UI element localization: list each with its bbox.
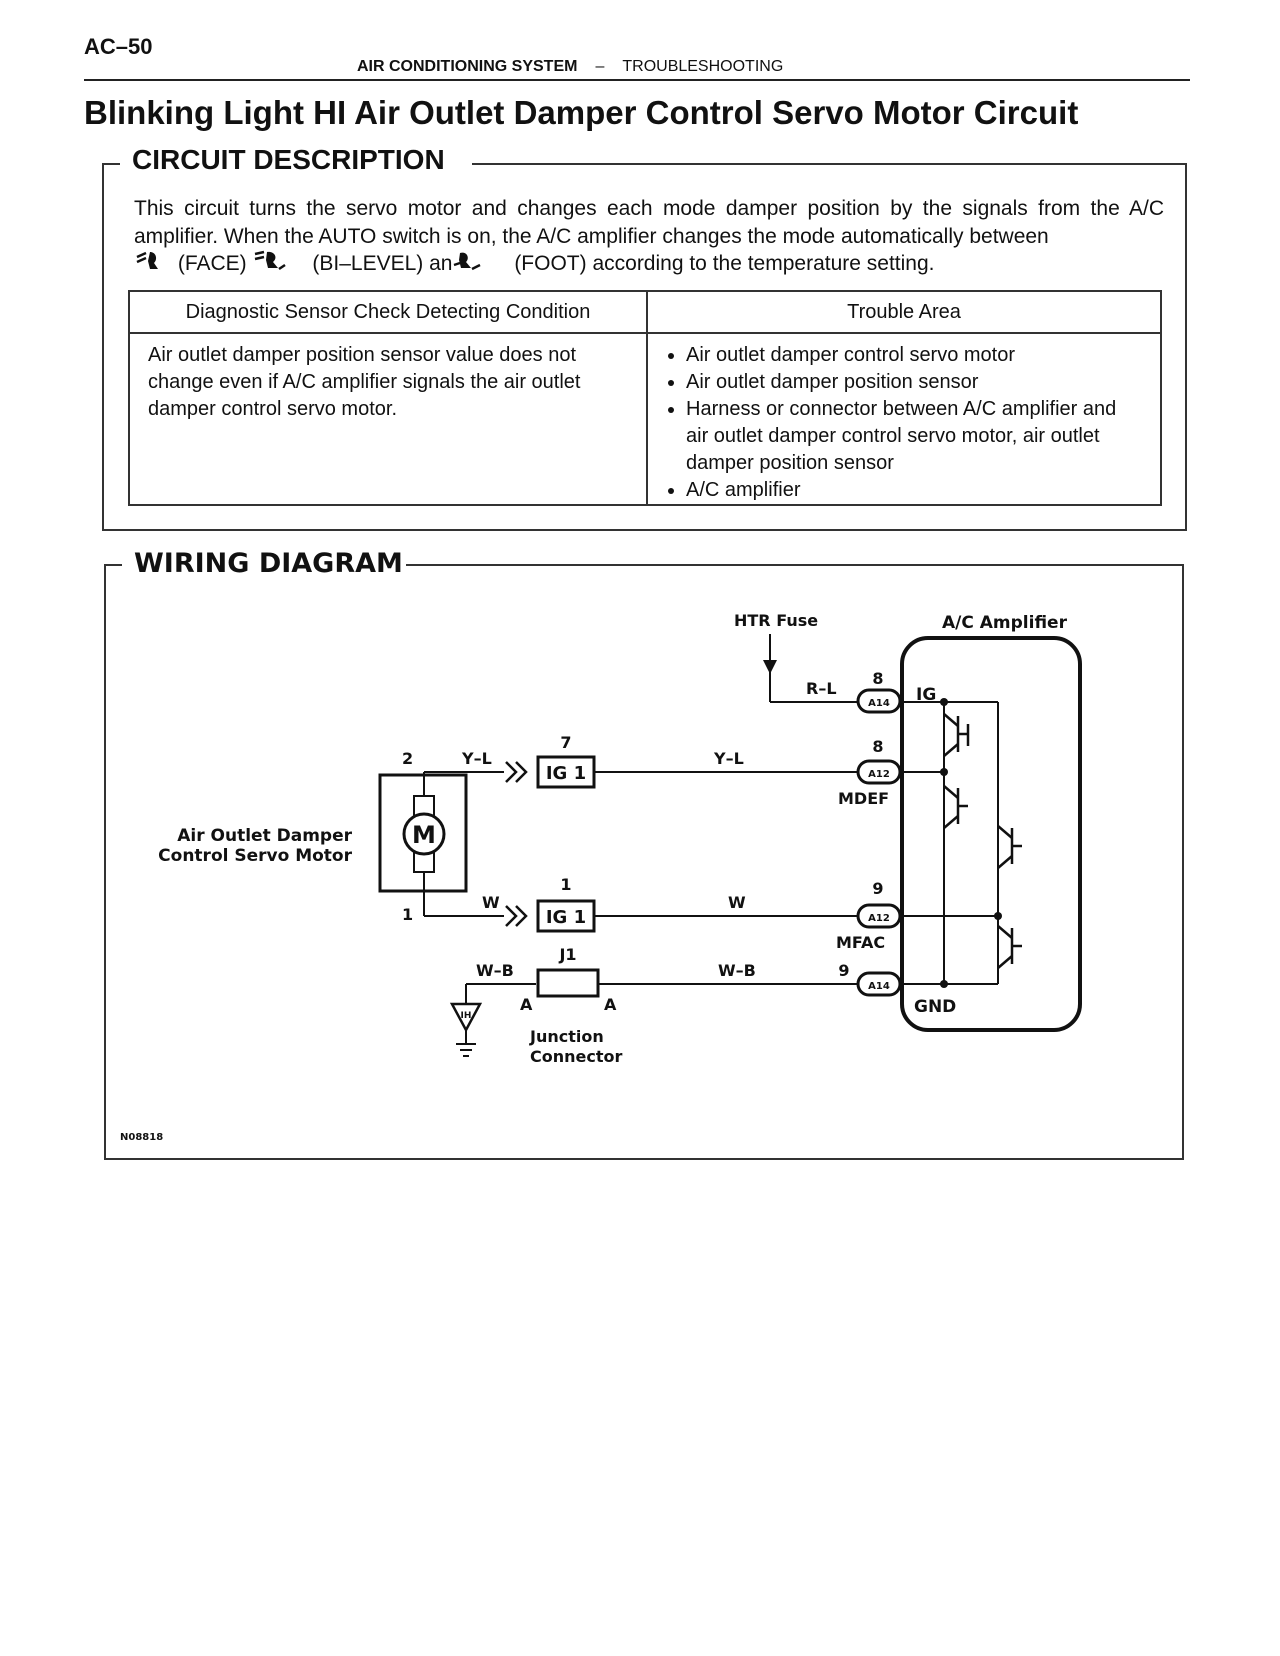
circuit-description-panel: CIRCUIT DESCRIPTION This circuit turns t…	[102, 144, 1187, 531]
junction-connector	[536, 968, 600, 998]
diagnostic-table: Diagnostic Sensor Check Detecting Condit…	[128, 290, 1162, 506]
trouble-area-cell: Air outlet damper control servo motor Ai…	[646, 332, 1162, 506]
table-header-condition: Diagnostic Sensor Check Detecting Condit…	[128, 290, 648, 334]
connector-label: IG 1	[546, 907, 586, 928]
amp-terminal-gnd: A14 9 GND	[838, 961, 956, 1017]
junction-dots	[940, 698, 1002, 988]
wire-color-label: W–B	[476, 961, 514, 980]
wiring-diagram-panel: WIRING DIAGRAM	[104, 548, 1184, 1160]
motor-pin-top: 2	[402, 749, 413, 768]
servo-motor: M	[378, 773, 468, 893]
terminal-connector: A12	[868, 769, 890, 780]
wire-color-label: W–B	[718, 961, 756, 980]
terminal-pin: 9	[838, 961, 849, 980]
list-item: Air outlet damper position sensor	[686, 369, 1142, 396]
amplifier-internal-circuit	[900, 701, 999, 985]
mode-line: (FACE) (BI–LEVEL) an (FOOT) according to…	[134, 249, 935, 279]
terminal-label: MDEF	[838, 789, 889, 808]
motor-icon	[402, 812, 446, 856]
htr-fuse-label: HTR Fuse	[734, 611, 818, 630]
condition-cell: Air outlet damper position sensor value …	[128, 332, 648, 506]
wire-color-label: Y–L	[713, 749, 744, 768]
junction-label-1: Junction	[529, 1027, 604, 1046]
terminal-pin: 9	[872, 879, 883, 898]
transistor-icon	[943, 713, 970, 757]
list-item: A/C amplifier	[686, 477, 1142, 504]
ig1-connector-bottom: IG 1	[505, 899, 596, 933]
junction-id: J1	[558, 945, 576, 964]
motor-symbol: M	[412, 821, 436, 849]
running-head: AIR CONDITIONING SYSTEM–TROUBLESHOOTING	[357, 58, 783, 76]
figure-code: N08818	[120, 1132, 163, 1143]
section-name: AIR CONDITIONING SYSTEM	[357, 58, 578, 75]
connector-chevron-icon	[505, 761, 528, 783]
motor-label-1: Air Outlet Damper	[177, 826, 352, 846]
junction-pin-left: A	[520, 995, 533, 1014]
foot-mode-icon	[452, 249, 484, 279]
terminal-connector: A12	[868, 913, 890, 924]
wire-color-label: W	[482, 893, 500, 912]
transistor-icon	[997, 825, 1022, 869]
ig1-pin-top: 7	[560, 733, 571, 752]
terminal-connector: A14	[868, 981, 890, 992]
junction-pin-right: A	[604, 995, 617, 1014]
panel-rule	[406, 564, 1184, 566]
face-mode-icon	[134, 249, 164, 279]
ac-amplifier-box	[900, 636, 1082, 1032]
ground-icon	[449, 1002, 483, 1057]
panel-rule	[102, 163, 120, 165]
wire-color-label: Y–L	[461, 749, 492, 768]
wiring-diagram: M 2 1 Air Outlet Damper Control Servo Mo…	[120, 611, 1082, 1143]
bilevel-mode-icon	[253, 249, 287, 279]
mode-face-text: (FACE)	[177, 251, 247, 275]
transistor-icon	[943, 785, 968, 829]
connector-label: IG 1	[546, 763, 586, 784]
mode-foot-text: (FOOT) according to the temperature sett…	[514, 251, 935, 275]
terminal-pin: 8	[872, 737, 883, 756]
ig1-connector-top: IG 1	[505, 755, 596, 789]
connector-box	[536, 899, 596, 933]
mode-bilevel-text: (BI–LEVEL) an	[312, 251, 453, 275]
head-separator: –	[595, 58, 605, 75]
header-rule	[84, 79, 1190, 81]
trouble-area-list: Air outlet damper control servo motor Ai…	[666, 342, 1142, 504]
page-title: Blinking Light HI Air Outlet Damper Cont…	[84, 94, 1079, 131]
ig1-pin-bottom: 1	[560, 875, 571, 894]
motor-label-2: Control Servo Motor	[158, 846, 352, 866]
table-header-trouble-area: Trouble Area	[646, 290, 1162, 334]
table-row: Air outlet damper position sensor value …	[128, 332, 1162, 506]
wires	[423, 634, 868, 1004]
circuit-description-heading: CIRCUIT DESCRIPTION	[132, 144, 445, 176]
terminal-label: IG	[916, 685, 936, 705]
table-header-row: Diagnostic Sensor Check Detecting Condit…	[128, 290, 1162, 334]
amp-terminal-ig: A14 8 IG	[856, 669, 936, 714]
wiring-diagram-heading: WIRING DIAGRAM	[134, 548, 403, 579]
junction-box	[536, 968, 600, 998]
motor-pin-bottom: 1	[402, 905, 413, 924]
amp-terminal-mfac: A12 9 MFAC	[836, 879, 902, 952]
terminal-label: GND	[914, 997, 956, 1017]
description-paragraph: This circuit turns the servo motor and c…	[134, 197, 1164, 248]
wire-color-label: R–L	[806, 679, 837, 698]
page-number: AC–50	[84, 34, 153, 59]
fuse-arrow-icon	[763, 660, 777, 674]
list-item: Harness or connector between A/C amplifi…	[686, 396, 1142, 477]
wire-color-label: W	[728, 893, 746, 912]
junction-label-2: Connector	[530, 1047, 622, 1066]
connector-chevron-icon	[505, 905, 528, 927]
terminal-connector: A14	[868, 698, 890, 709]
connector-box	[536, 755, 596, 789]
list-item: Air outlet damper control servo motor	[686, 342, 1142, 369]
ac-amplifier-label: A/C Amplifier	[942, 613, 1068, 633]
transistor-icon	[997, 925, 1022, 969]
subsection-name: TROUBLESHOOTING	[622, 58, 784, 75]
description-text: This circuit turns the servo motor and c…	[134, 195, 1164, 251]
ground-id: IH	[461, 1011, 472, 1021]
terminal-label: MFAC	[836, 933, 885, 952]
terminal-pin: 8	[872, 669, 883, 688]
panel-rule	[104, 564, 122, 566]
panel-rule	[472, 163, 1187, 165]
